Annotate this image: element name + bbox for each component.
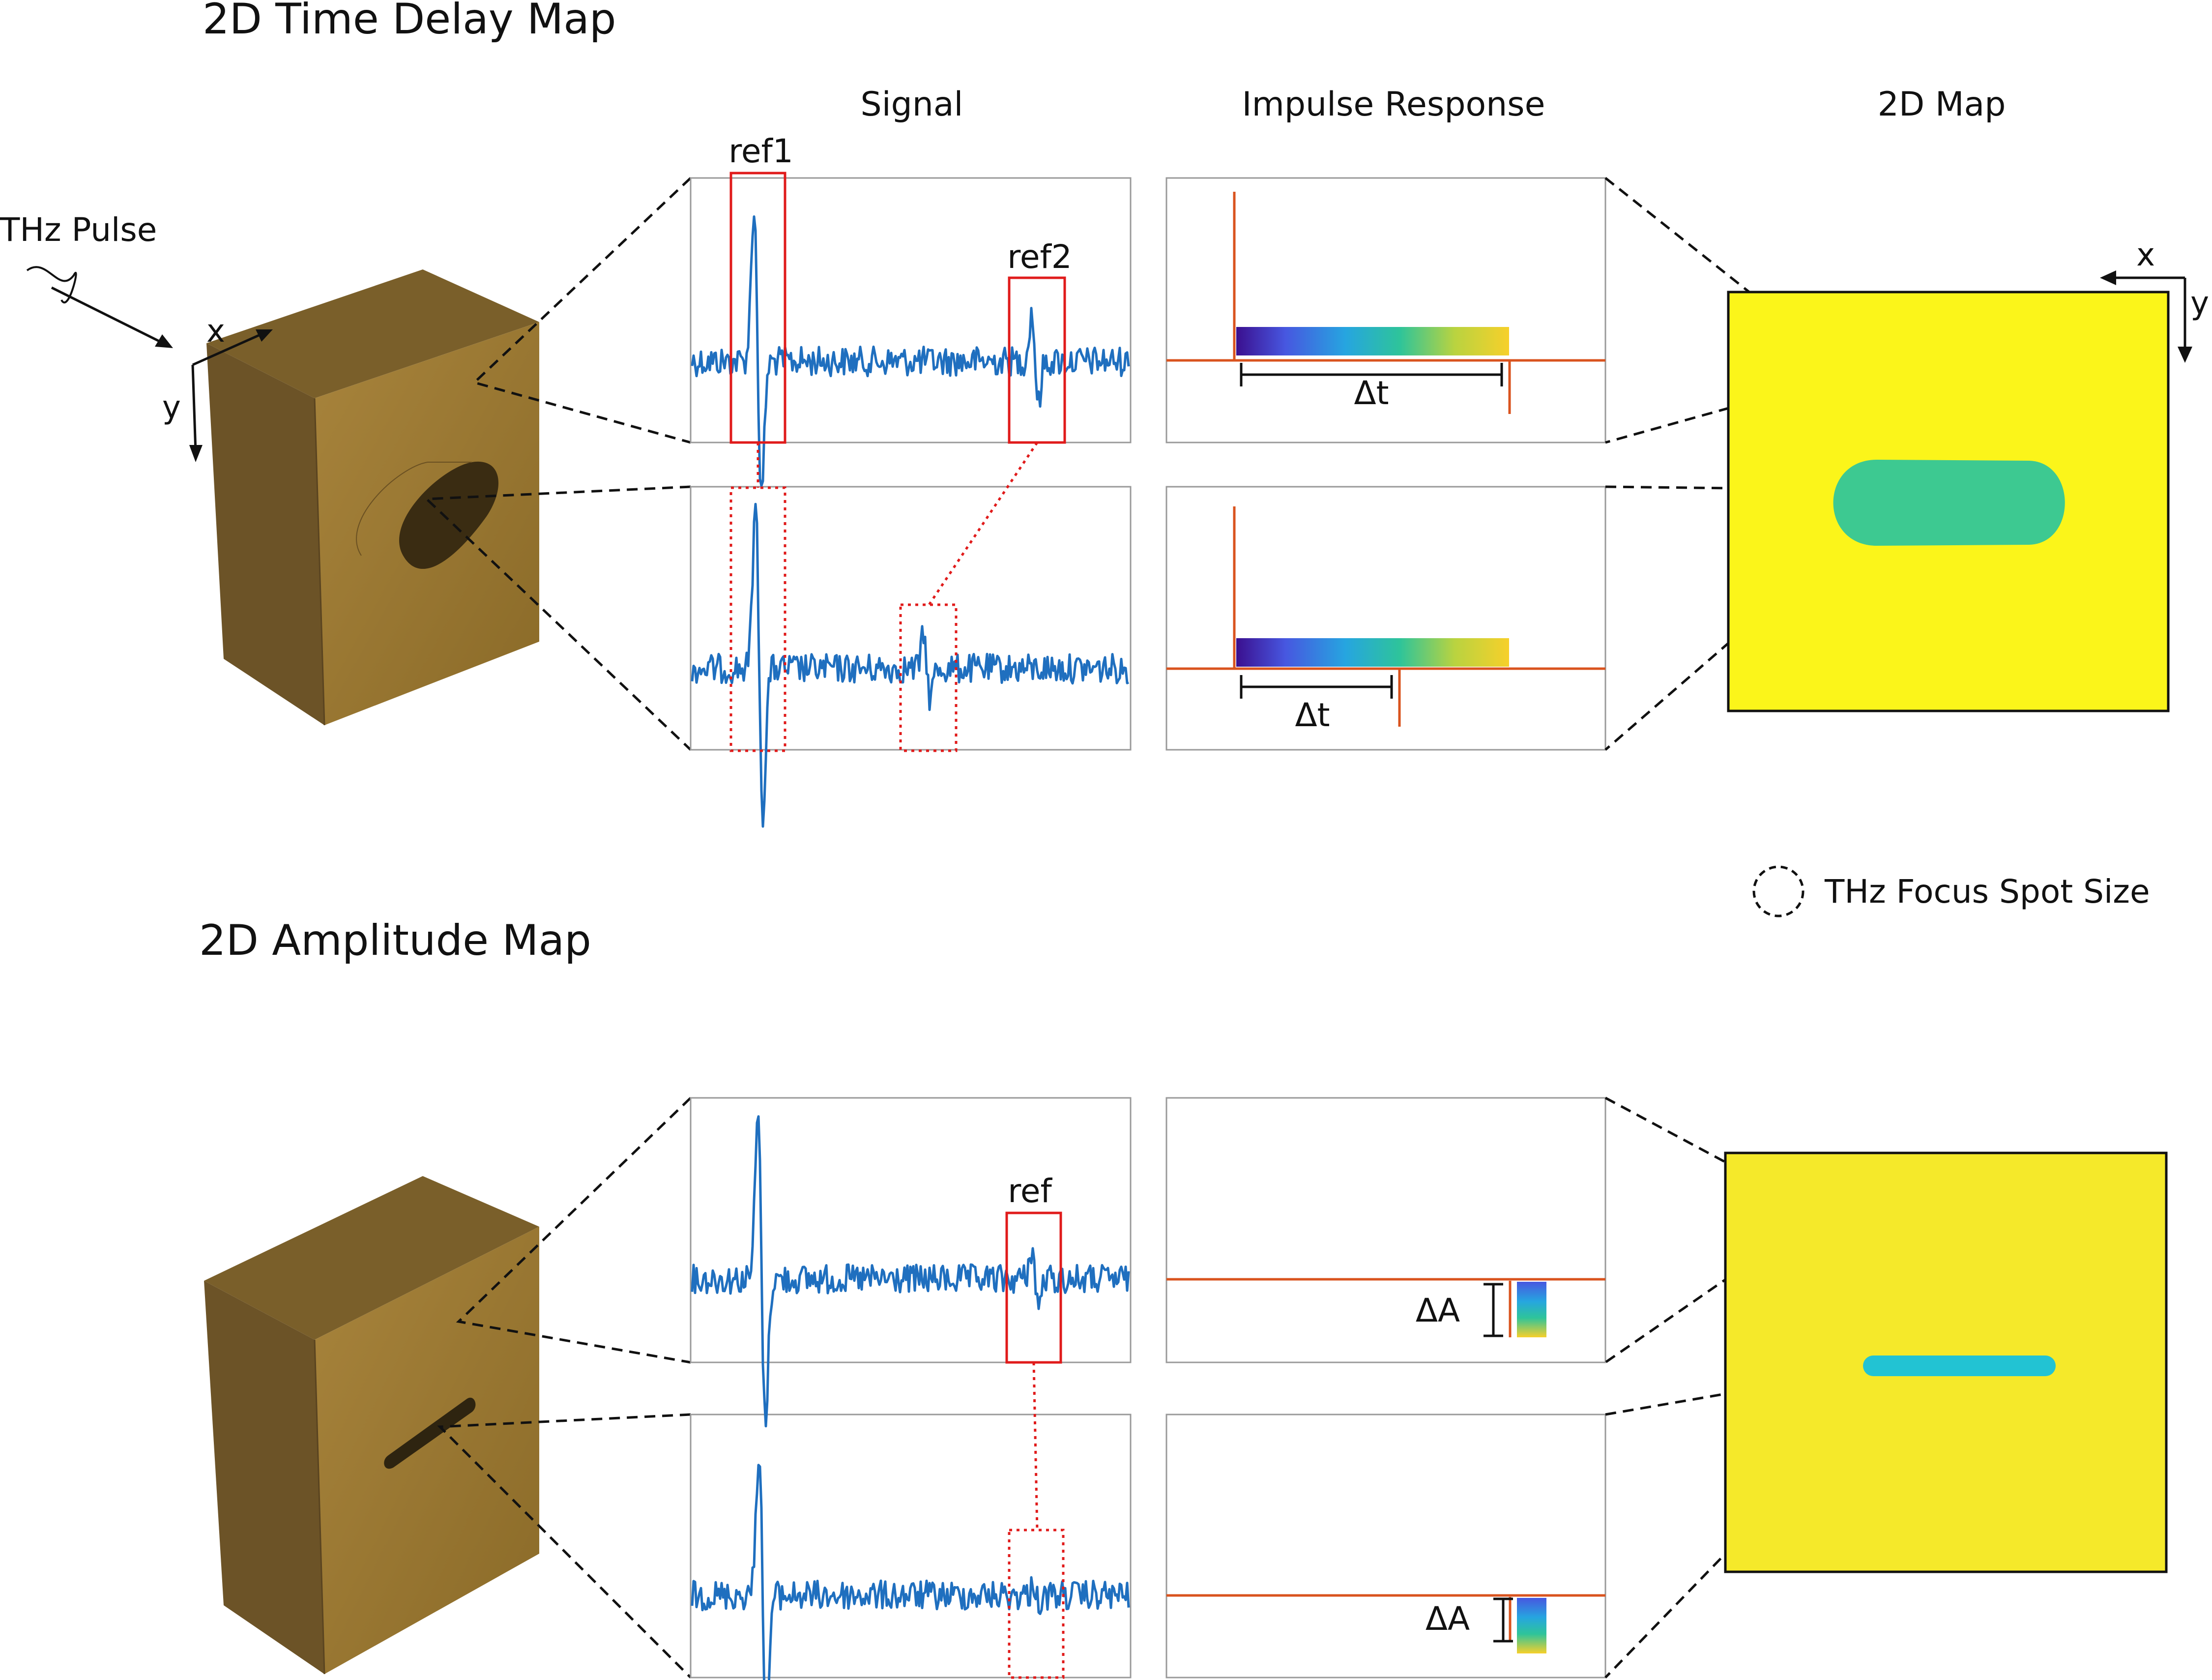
- impulse-response-4: ΔA: [1166, 1594, 1605, 1653]
- ref2-link: [928, 442, 1039, 606]
- impulse-response-2: Δt: [1166, 506, 1605, 734]
- sample-y-axis-label: y: [162, 389, 181, 426]
- time-delay-map: [1727, 291, 2170, 712]
- sample-top-face: [204, 1176, 539, 1340]
- ref-label: ref: [1008, 1172, 1052, 1210]
- map-axes: x y: [2100, 237, 2209, 363]
- focus-spot-label: THz Focus Spot Size: [1824, 873, 2150, 911]
- signal-panel-3: [690, 1097, 1132, 1363]
- time-delay-title: 2D Time Delay Map: [203, 0, 616, 44]
- amplitude-title: 2D Amplitude Map: [199, 916, 591, 965]
- ref1-projection-box: [729, 486, 786, 752]
- signal-trace-2: [691, 502, 1129, 828]
- amplitude-map: [1724, 1151, 2168, 1573]
- defect-region: [1863, 1356, 2056, 1376]
- impulse-response-3: ΔA: [1166, 1278, 1605, 1337]
- impulse-response-1: Δt: [1166, 192, 1605, 414]
- signal-panel-2: [690, 486, 1132, 751]
- sample-block-bottom: [204, 1176, 539, 1675]
- delta-a-label: ΔA: [1426, 1600, 1470, 1638]
- ref2-projection-box: [899, 603, 958, 752]
- map-column-header: 2D Map: [1878, 85, 2006, 124]
- connector-top-1: [472, 177, 692, 444]
- sample-axes: x y: [162, 313, 273, 462]
- ref-link: [1032, 1362, 1039, 1531]
- thz-pulse-icon: [26, 266, 77, 304]
- focus-spot-icon: [1752, 865, 1805, 917]
- signal-panel-1: [690, 177, 1132, 443]
- map-x-axis-label: x: [2136, 237, 2155, 273]
- delta-a-label: ΔA: [1416, 1292, 1460, 1329]
- signal-column-header: Signal: [861, 85, 963, 124]
- impulse-panel-1: [1165, 177, 1606, 443]
- amplitude-colorbar: [1517, 1282, 1546, 1337]
- thz-pulse-arrow: [51, 286, 168, 347]
- connector-bottom-2: [437, 1413, 692, 1679]
- sample-left-face: [206, 343, 324, 725]
- time-colorbar: [1236, 327, 1509, 355]
- signal-trace-4: [691, 1464, 1130, 1680]
- sample-block-top: [206, 269, 539, 726]
- time-colorbar: [1236, 638, 1509, 667]
- signal-trace-1: [691, 215, 1130, 487]
- signal-trace-3: [691, 1115, 1130, 1428]
- sample-x-axis-label: x: [206, 313, 225, 350]
- sample-left-face: [204, 1281, 324, 1674]
- ref2-label: ref2: [1007, 238, 1072, 276]
- amplitude-colorbar: [1517, 1598, 1546, 1653]
- impulse-column-header: Impulse Response: [1242, 85, 1545, 124]
- thz-pulse-label: THz Pulse: [0, 211, 157, 249]
- ref-projection-box: [1008, 1529, 1065, 1679]
- defect-region: [1833, 460, 2065, 546]
- connector-bottom-1: [456, 1097, 692, 1364]
- signal-panel-4: [690, 1414, 1132, 1679]
- delta-t-label: Δt: [1295, 696, 1330, 734]
- focus-spot-legend: THz Focus Spot Size: [1752, 865, 2150, 917]
- sample-top-face: [206, 269, 539, 398]
- sample-hole: [399, 461, 498, 569]
- ref1-label: ref1: [728, 132, 793, 170]
- connector-map-bottom-1: [1604, 1096, 1824, 1364]
- sample-slot: [384, 1397, 476, 1469]
- impulse-panel-2: [1165, 486, 1606, 751]
- map-y-axis-label: y: [2190, 285, 2209, 322]
- connector-map-top-1: [1604, 177, 1855, 444]
- delta-t-label: Δt: [1354, 374, 1389, 412]
- sample-front-face: [315, 1227, 539, 1674]
